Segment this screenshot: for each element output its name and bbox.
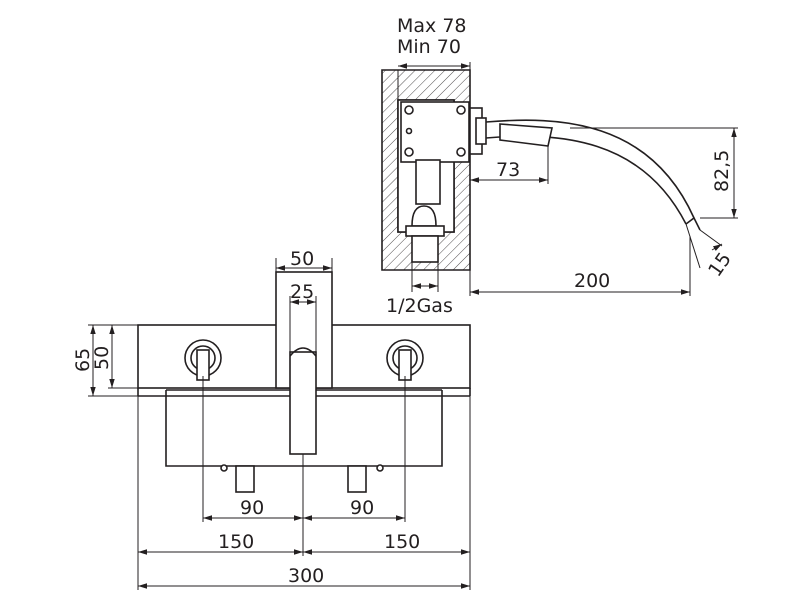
handle-left	[184, 339, 222, 381]
dim-spout-projection: 73	[496, 159, 520, 181]
screw-icon	[404, 105, 466, 157]
connection-pipe	[411, 235, 439, 263]
dim-body-depth-outer: 50	[290, 248, 314, 270]
spout-curve	[485, 119, 695, 219]
handle-right	[386, 339, 424, 381]
side-view: Max 78 Min 70 73 82,5 15 200 1/2Gas	[381, 15, 738, 317]
dim-handle-spacing-left: 90	[240, 497, 264, 519]
cartridge-base	[405, 225, 445, 237]
cartridge-dome	[411, 205, 437, 227]
dim-min-depth: Min 70	[397, 36, 461, 58]
spout-mount	[475, 117, 487, 145]
dim-half-width-right: 150	[384, 531, 420, 553]
dim-half-width-left: 150	[218, 531, 254, 553]
front-view: 50 25 65 50 90 90 150 150 300	[72, 248, 471, 590]
spout-lever	[499, 123, 553, 147]
dim-outlet-size: 15	[704, 248, 736, 280]
dim-body-depth-inner: 25	[290, 281, 314, 303]
dim-connection: 1/2Gas	[386, 295, 453, 317]
spout-outlet	[289, 351, 317, 455]
pipe-right	[347, 465, 367, 493]
dim-total-width: 300	[288, 565, 324, 587]
dim-handle-spacing-right: 90	[350, 497, 374, 519]
valve-body-front	[165, 390, 443, 467]
valve-neck	[415, 159, 441, 205]
dim-plate-inner-height: 50	[91, 346, 113, 370]
dim-spout-drop: 82,5	[711, 150, 733, 192]
dim-spout-reach: 200	[574, 270, 610, 292]
dim-plate-height: 65	[72, 348, 94, 372]
pipe-left	[235, 465, 255, 493]
dim-max-depth: Max 78	[397, 15, 467, 37]
